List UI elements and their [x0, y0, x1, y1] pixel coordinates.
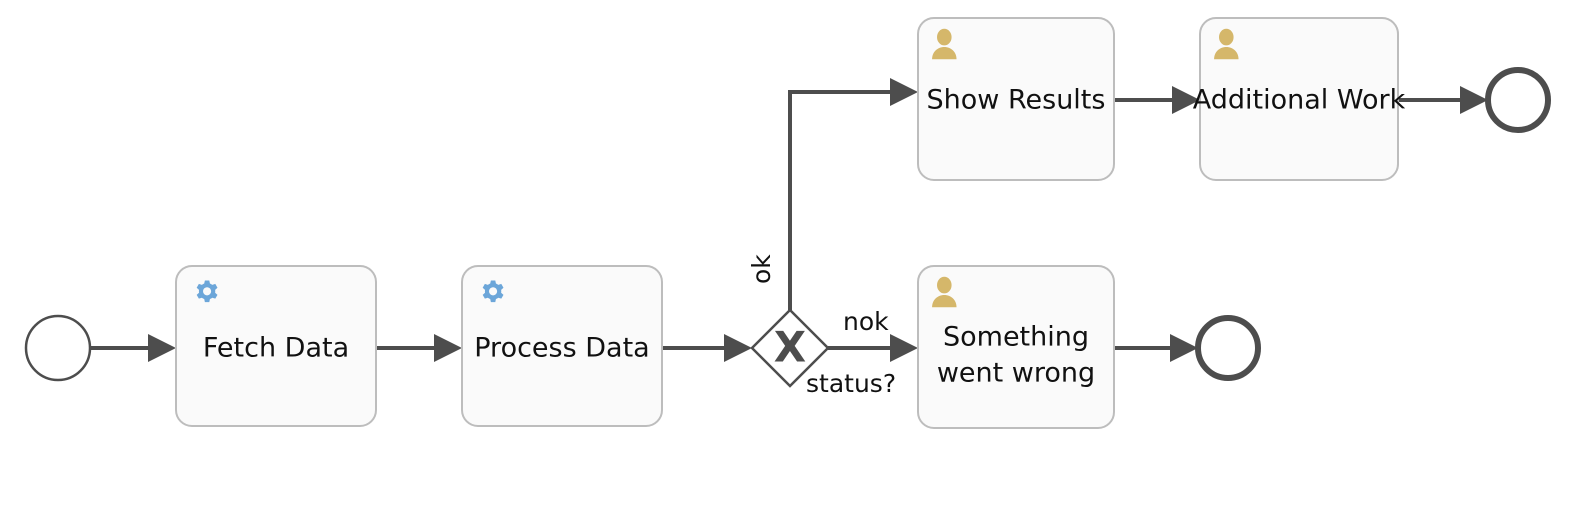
- gear-icon: [196, 280, 218, 303]
- task-show-results-label: Show Results: [927, 85, 1106, 116]
- flow-error-to-end[interactable]: [1114, 334, 1198, 362]
- arrowhead-icon: [1170, 334, 1198, 362]
- gateway-status[interactable]: X status?: [750, 308, 896, 398]
- flow-gateway-to-show-results[interactable]: ok: [747, 78, 918, 310]
- gateway-exclusive-marker: X: [774, 323, 806, 372]
- task-additional-work[interactable]: Additional Work: [1193, 17, 1406, 181]
- gateway-diamond: [750, 308, 830, 388]
- arrowhead-icon: [1460, 86, 1488, 114]
- user-icon: [932, 276, 957, 308]
- task-fetch-data-body: [175, 265, 377, 427]
- arrowhead-icon: [434, 334, 462, 362]
- flow-process-to-gateway[interactable]: [662, 334, 752, 362]
- task-something-went-wrong-body: [917, 265, 1115, 429]
- end-event-circle: [1485, 67, 1551, 133]
- arrowhead-icon: [890, 334, 918, 362]
- flow-additional-work-to-end[interactable]: [1398, 86, 1488, 114]
- task-fetch-data-label: Fetch Data: [203, 333, 349, 364]
- gear-icon: [482, 280, 504, 303]
- flow-line: [788, 90, 902, 310]
- task-fetch-data[interactable]: Fetch Data: [175, 265, 377, 427]
- gateway-label: status?: [806, 369, 896, 398]
- arrowhead-icon: [1172, 86, 1200, 114]
- start-event[interactable]: [24, 314, 92, 382]
- task-something-went-wrong[interactable]: Something went wrong: [917, 265, 1115, 429]
- flow-label-nok: nok: [843, 307, 889, 336]
- flow-fetch-to-process[interactable]: [376, 334, 462, 362]
- user-icon: [932, 28, 957, 60]
- end-event-top[interactable]: [1485, 67, 1551, 133]
- task-error-label-line1: Something: [943, 322, 1089, 353]
- task-additional-work-label: Additional Work: [1193, 85, 1406, 116]
- task-additional-work-body: [1199, 17, 1399, 181]
- flow-gateway-to-error[interactable]: nok: [828, 307, 918, 362]
- flow-start-to-fetch[interactable]: [90, 334, 176, 362]
- task-show-results[interactable]: Show Results: [917, 17, 1115, 181]
- user-icon: [1214, 28, 1239, 60]
- task-show-results-body: [917, 17, 1115, 181]
- arrowhead-icon: [890, 78, 918, 106]
- arrowhead-icon: [148, 334, 176, 362]
- flow-show-results-to-additional-work[interactable]: [1114, 86, 1200, 114]
- task-process-data[interactable]: Process Data: [461, 265, 663, 427]
- start-event-circle: [24, 314, 92, 382]
- end-event-circle: [1195, 315, 1261, 381]
- end-event-bottom[interactable]: [1195, 315, 1261, 381]
- task-process-data-body: [461, 265, 663, 427]
- task-process-data-label: Process Data: [474, 333, 649, 364]
- task-error-label-line2: went wrong: [937, 358, 1095, 389]
- flow-label-ok: ok: [747, 254, 776, 284]
- arrowhead-icon: [724, 334, 752, 362]
